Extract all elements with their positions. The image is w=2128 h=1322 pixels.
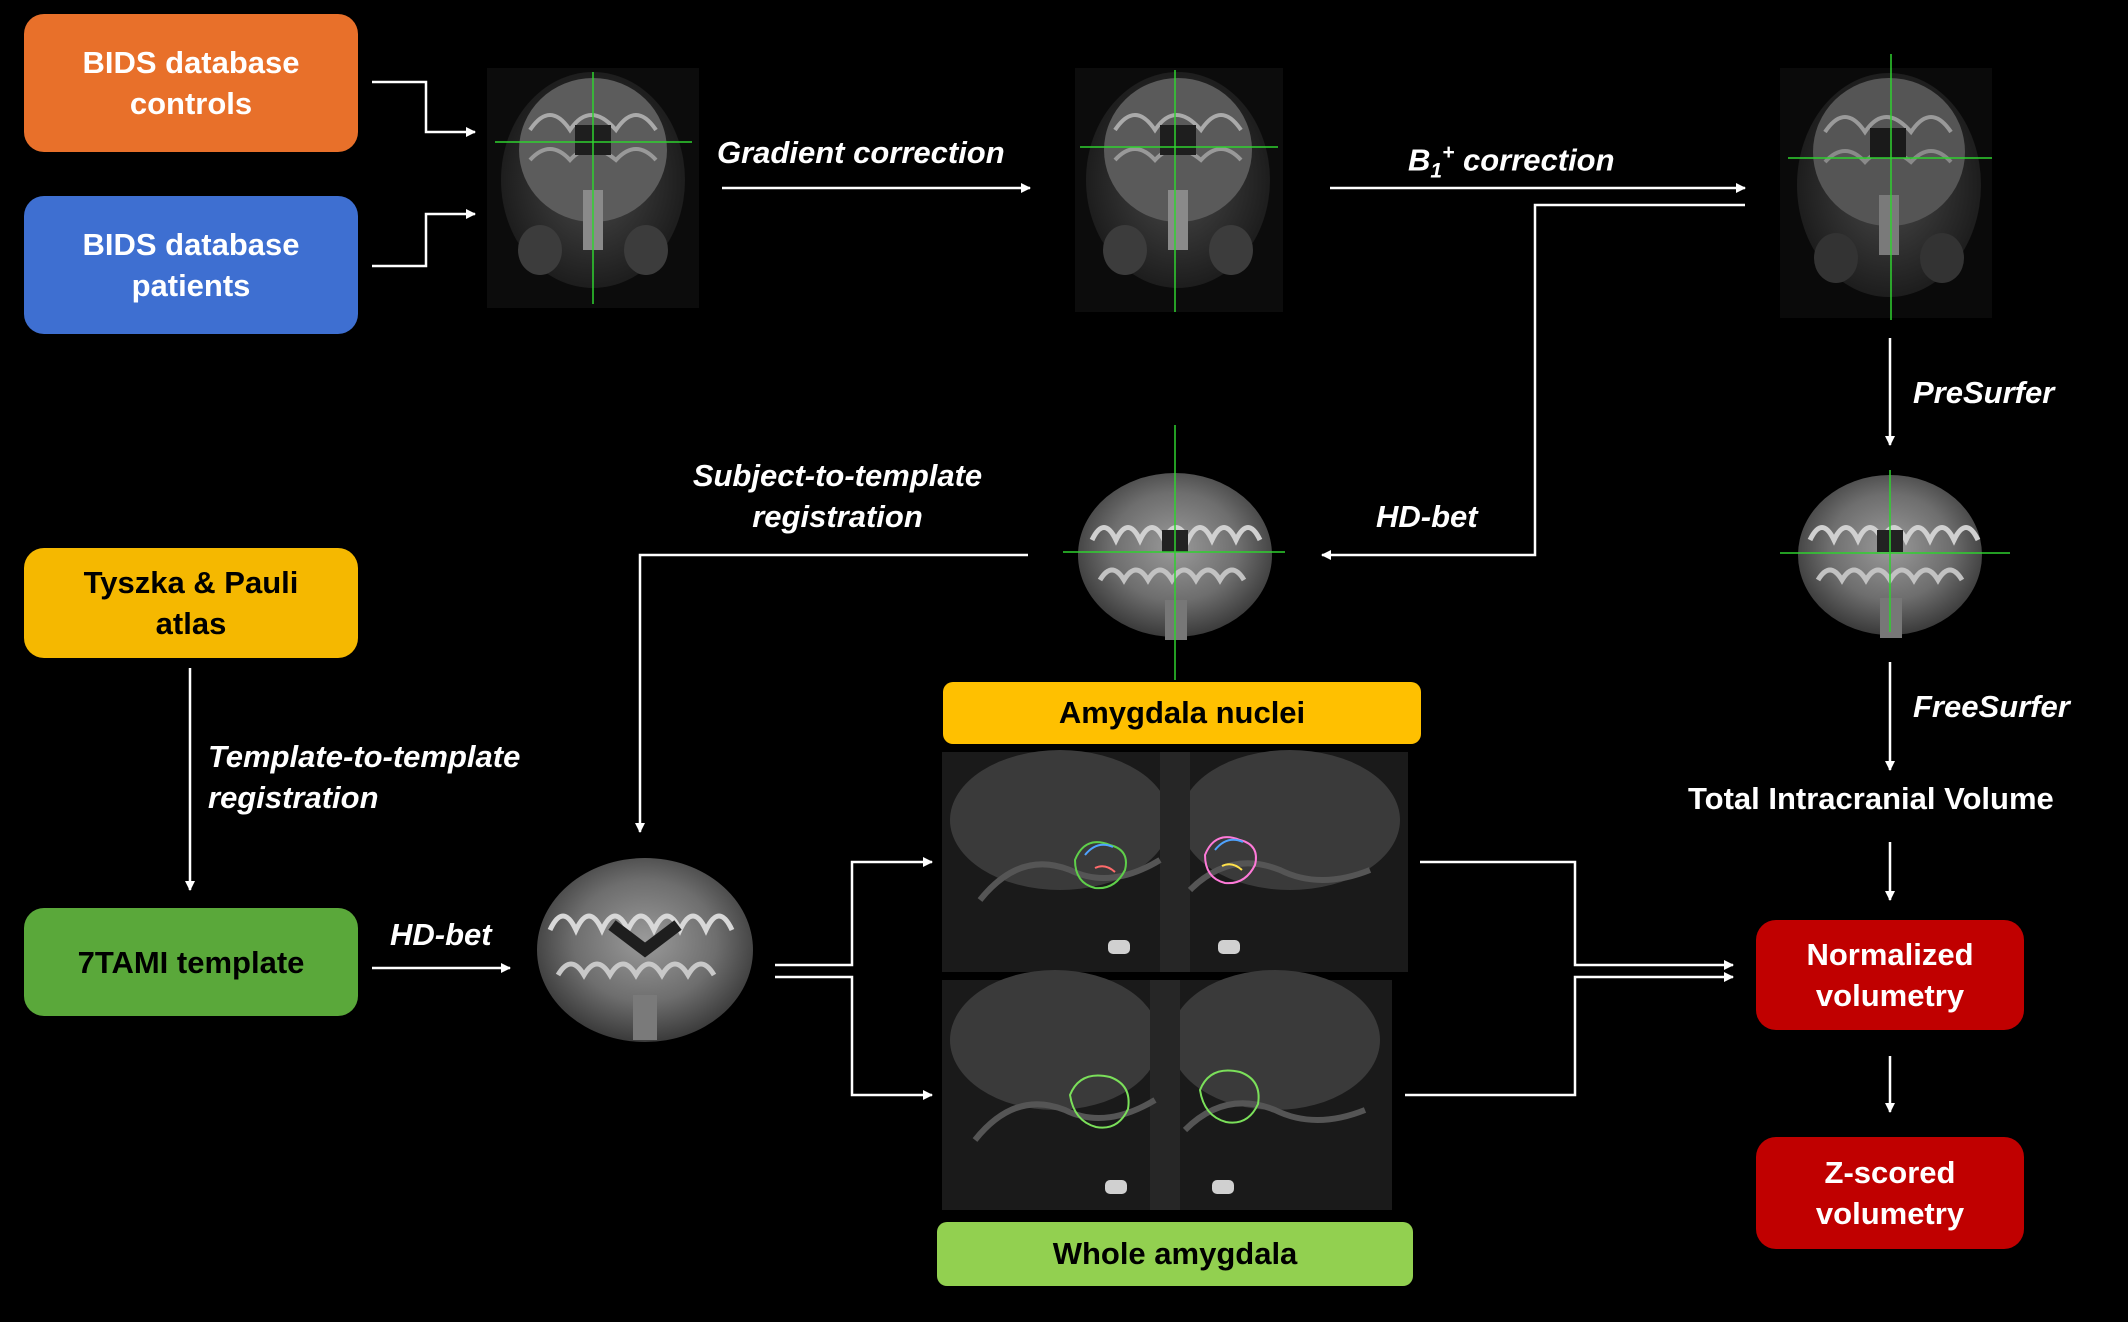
- mri-b1-corrected-image: [1780, 54, 1992, 320]
- bids-controls-box: BIDS database controls: [24, 14, 358, 152]
- b1-rest: correction: [1454, 142, 1615, 178]
- zscored-volumetry-box: Z-scored volumetry: [1756, 1137, 2024, 1249]
- brain-presurfer-image: [1780, 470, 2010, 638]
- atlas-box: Tyszka & Pauli atlas: [24, 548, 358, 658]
- freesurfer-label: FreeSurfer: [1913, 689, 2070, 724]
- mri-gradient-corrected-image: [1075, 68, 1283, 312]
- whole-amygdala-image: [942, 970, 1392, 1210]
- mri-raw-image: [487, 68, 699, 308]
- connectors: [185, 80, 1895, 1113]
- b1-subscript: 1: [1430, 159, 1443, 183]
- amygdala-nuclei-image: [942, 750, 1408, 972]
- bids-patients-box: BIDS database patients: [24, 196, 358, 334]
- arrow-controls-to-mri: [372, 80, 476, 137]
- arrow-b1-to-hdbet: [1321, 203, 1745, 560]
- total-intracranial-volume-label: Total Intracranial Volume: [1688, 781, 2054, 816]
- arrow-brain-to-nuclei: [775, 857, 933, 967]
- b1-main: B: [1408, 142, 1431, 178]
- b1-correction-label: B1+ correction: [1408, 132, 1615, 192]
- template-box: 7TAMI template: [24, 908, 358, 1016]
- template-brain-image: [537, 858, 753, 1042]
- hdbet-template-label: HD-bet: [390, 917, 492, 952]
- arrow-nuclei-to-normalized: [1420, 860, 1734, 970]
- gradient-correction-label: Gradient correction: [717, 135, 1005, 170]
- amygdala-nuclei-bar: Amygdala nuclei: [943, 682, 1421, 744]
- b1-superscript: +: [1442, 141, 1455, 164]
- arrow-subject-to-template: [635, 553, 1028, 833]
- template-to-template-label: Template-to-template registration: [208, 739, 521, 815]
- arrow-brain-to-whole: [775, 975, 933, 1100]
- hdbet-subject-label: HD-bet: [1376, 499, 1478, 534]
- subject-to-template-label: Subject-to-template registration: [692, 458, 983, 534]
- normalized-volumetry-box: Normalized volumetry: [1756, 920, 2024, 1030]
- presurfer-label: PreSurfer: [1913, 375, 2055, 410]
- arrow-whole-to-normalized: [1405, 972, 1734, 1097]
- arrow-patients-to-mri: [372, 209, 476, 268]
- whole-amygdala-bar: Whole amygdala: [937, 1222, 1413, 1286]
- brain-extracted-subject-image: [1063, 425, 1285, 680]
